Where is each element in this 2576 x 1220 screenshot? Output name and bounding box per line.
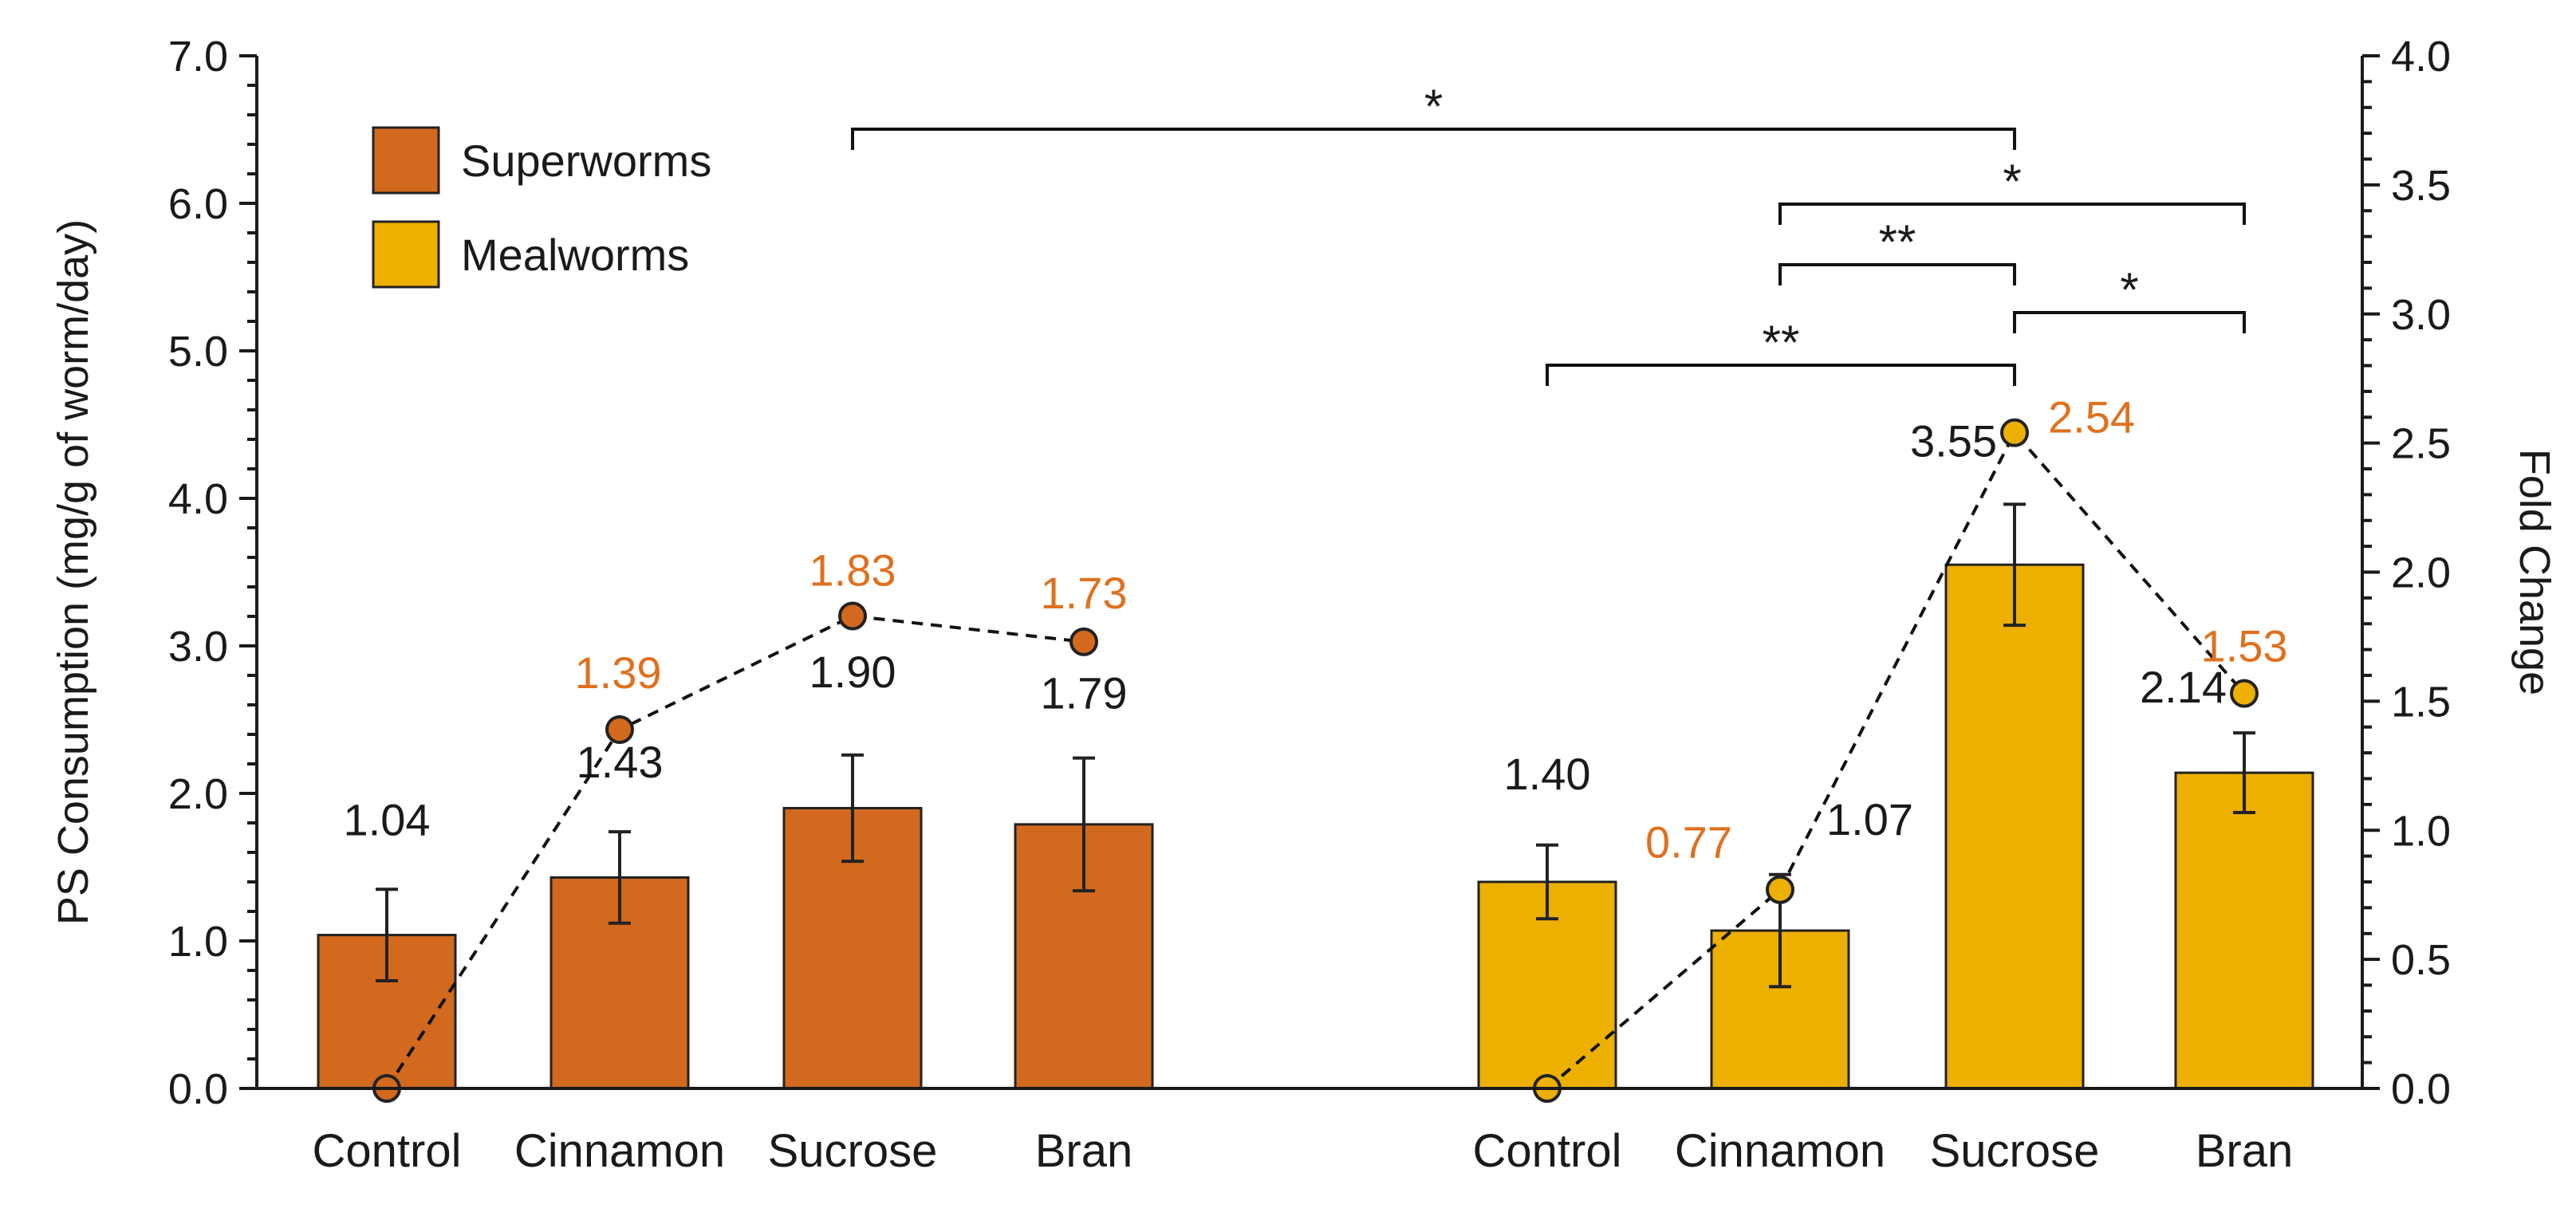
error-bar bbox=[2003, 502, 2026, 628]
significance-bracket-line bbox=[1546, 364, 2016, 386]
fold-change-line bbox=[385, 614, 1085, 1090]
error-bar bbox=[1073, 756, 1095, 893]
fold-change-label: 1.39 bbox=[575, 647, 662, 698]
error-bar bbox=[1536, 843, 1558, 921]
y2-tick-label: 1.5 bbox=[2391, 678, 2451, 726]
bar-value-label: 2.14 bbox=[2140, 662, 2227, 712]
x-tick-label: Bran bbox=[2196, 1125, 2294, 1177]
fold-change-label: 2.54 bbox=[2048, 392, 2135, 443]
fold-change-point bbox=[2000, 418, 2029, 447]
significance-bracket-line bbox=[2013, 311, 2246, 333]
y2-tick-label: 3.5 bbox=[2391, 162, 2451, 210]
significance-bracket bbox=[2013, 311, 2246, 333]
significance-bracket-line bbox=[851, 128, 2016, 150]
error-bar bbox=[841, 753, 864, 864]
legend-label: Superworms bbox=[461, 136, 711, 186]
y-tick-label: 1.0 bbox=[168, 918, 228, 966]
bar bbox=[1944, 563, 2085, 1090]
y-tick-label: 4.0 bbox=[168, 475, 228, 523]
y-tick-label: 7.0 bbox=[168, 33, 228, 81]
fold-change-label: 1.53 bbox=[2201, 621, 2288, 671]
y2-tick-label: 0.0 bbox=[2391, 1065, 2451, 1113]
fold-change-label: 1.83 bbox=[809, 545, 896, 596]
significance-bracket-line bbox=[1778, 203, 2246, 225]
y2-tick-label: 3.0 bbox=[2391, 291, 2451, 339]
legend-swatch bbox=[372, 126, 440, 195]
x-tick-label: Bran bbox=[1035, 1125, 1133, 1177]
bar-value-label: 1.07 bbox=[1826, 794, 1913, 844]
y2-tick-label: 1.0 bbox=[2391, 807, 2451, 855]
bar-value-label: 1.43 bbox=[577, 737, 664, 787]
y2-tick-label: 2.0 bbox=[2391, 549, 2451, 597]
fold-change-point bbox=[605, 714, 634, 744]
fold-change-point bbox=[1766, 875, 1794, 904]
bar-value-label: 1.40 bbox=[1504, 749, 1591, 799]
y-tick-label: 5.0 bbox=[168, 328, 228, 376]
error-bar bbox=[376, 887, 398, 982]
fold-change-point bbox=[2230, 679, 2259, 708]
x-tick-label: Sucrose bbox=[1930, 1125, 2100, 1177]
x-tick-label: Control bbox=[1473, 1125, 1622, 1177]
fold-change-point bbox=[838, 601, 867, 631]
y-axis-title: PS Consumption (mg/g of worm/day) bbox=[49, 219, 97, 925]
fold-change-line bbox=[1546, 430, 2246, 1090]
y2-tick-label: 2.5 bbox=[2391, 420, 2451, 468]
significance-bracket bbox=[851, 128, 2016, 150]
y-tick-label: 6.0 bbox=[168, 180, 228, 228]
bar-value-label: 1.79 bbox=[1041, 668, 1128, 718]
bar-value-label: 1.90 bbox=[809, 647, 896, 697]
significance-label: ** bbox=[1879, 215, 1916, 269]
x-tick-label: Cinnamon bbox=[1675, 1125, 1885, 1177]
significance-bracket bbox=[1546, 364, 2016, 386]
y-tick-label: 3.0 bbox=[168, 623, 228, 671]
y2-tick-label: 0.5 bbox=[2391, 936, 2451, 984]
x-tick-label: Sucrose bbox=[768, 1125, 938, 1177]
significance-bracket bbox=[1778, 263, 2016, 285]
y-tick-label: 2.0 bbox=[168, 770, 228, 818]
y2-tick-label: 4.0 bbox=[2391, 33, 2451, 81]
legend-swatch bbox=[372, 220, 440, 289]
error-bar bbox=[609, 830, 631, 925]
error-bar bbox=[2233, 731, 2255, 815]
significance-label: ** bbox=[1763, 316, 1800, 369]
legend-label: Mealworms bbox=[461, 230, 689, 280]
fold-change-label: 0.77 bbox=[1645, 817, 1732, 868]
significance-label: * bbox=[1424, 80, 1443, 133]
fold-change-point bbox=[1069, 627, 1098, 656]
significance-label: * bbox=[2120, 263, 2138, 317]
y-tick-label: 0.0 bbox=[168, 1065, 228, 1113]
x-tick-label: Control bbox=[313, 1125, 462, 1177]
bar-value-label: 1.04 bbox=[344, 794, 431, 844]
y2-axis-title: Fold Change bbox=[2511, 449, 2558, 695]
bar-value-label: 3.55 bbox=[1910, 415, 1997, 466]
bar bbox=[2174, 771, 2314, 1090]
significance-label: * bbox=[2003, 155, 2021, 208]
fold-change-label: 1.73 bbox=[1041, 568, 1128, 618]
significance-bracket bbox=[1778, 203, 2246, 225]
significance-bracket-line bbox=[1778, 263, 2016, 285]
x-tick-label: Cinnamon bbox=[514, 1125, 725, 1177]
